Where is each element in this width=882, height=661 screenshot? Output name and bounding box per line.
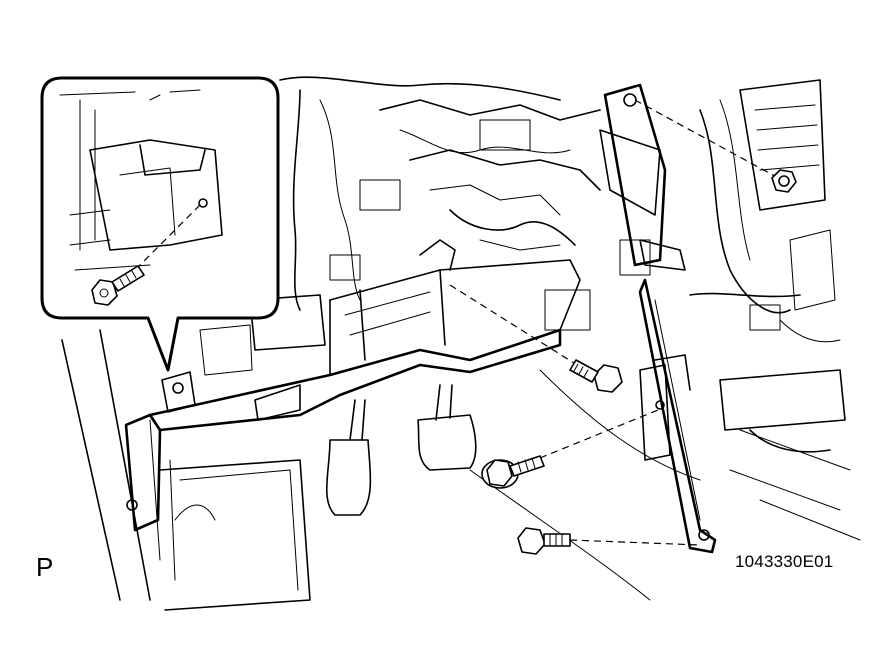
dashboard-background	[61, 76, 861, 611]
bolt-washer-icon	[481, 455, 545, 489]
detail-callout	[40, 76, 280, 372]
bolt-icon-middle	[569, 359, 623, 393]
nut-icon	[771, 169, 797, 193]
figure-number-label: 1043330E01	[735, 552, 834, 571]
view-letter-label: P	[36, 552, 54, 582]
bolt-leader-lines	[449, 99, 783, 546]
reinforcement-brace	[124, 83, 717, 554]
bolt-icon-lower	[517, 527, 571, 555]
